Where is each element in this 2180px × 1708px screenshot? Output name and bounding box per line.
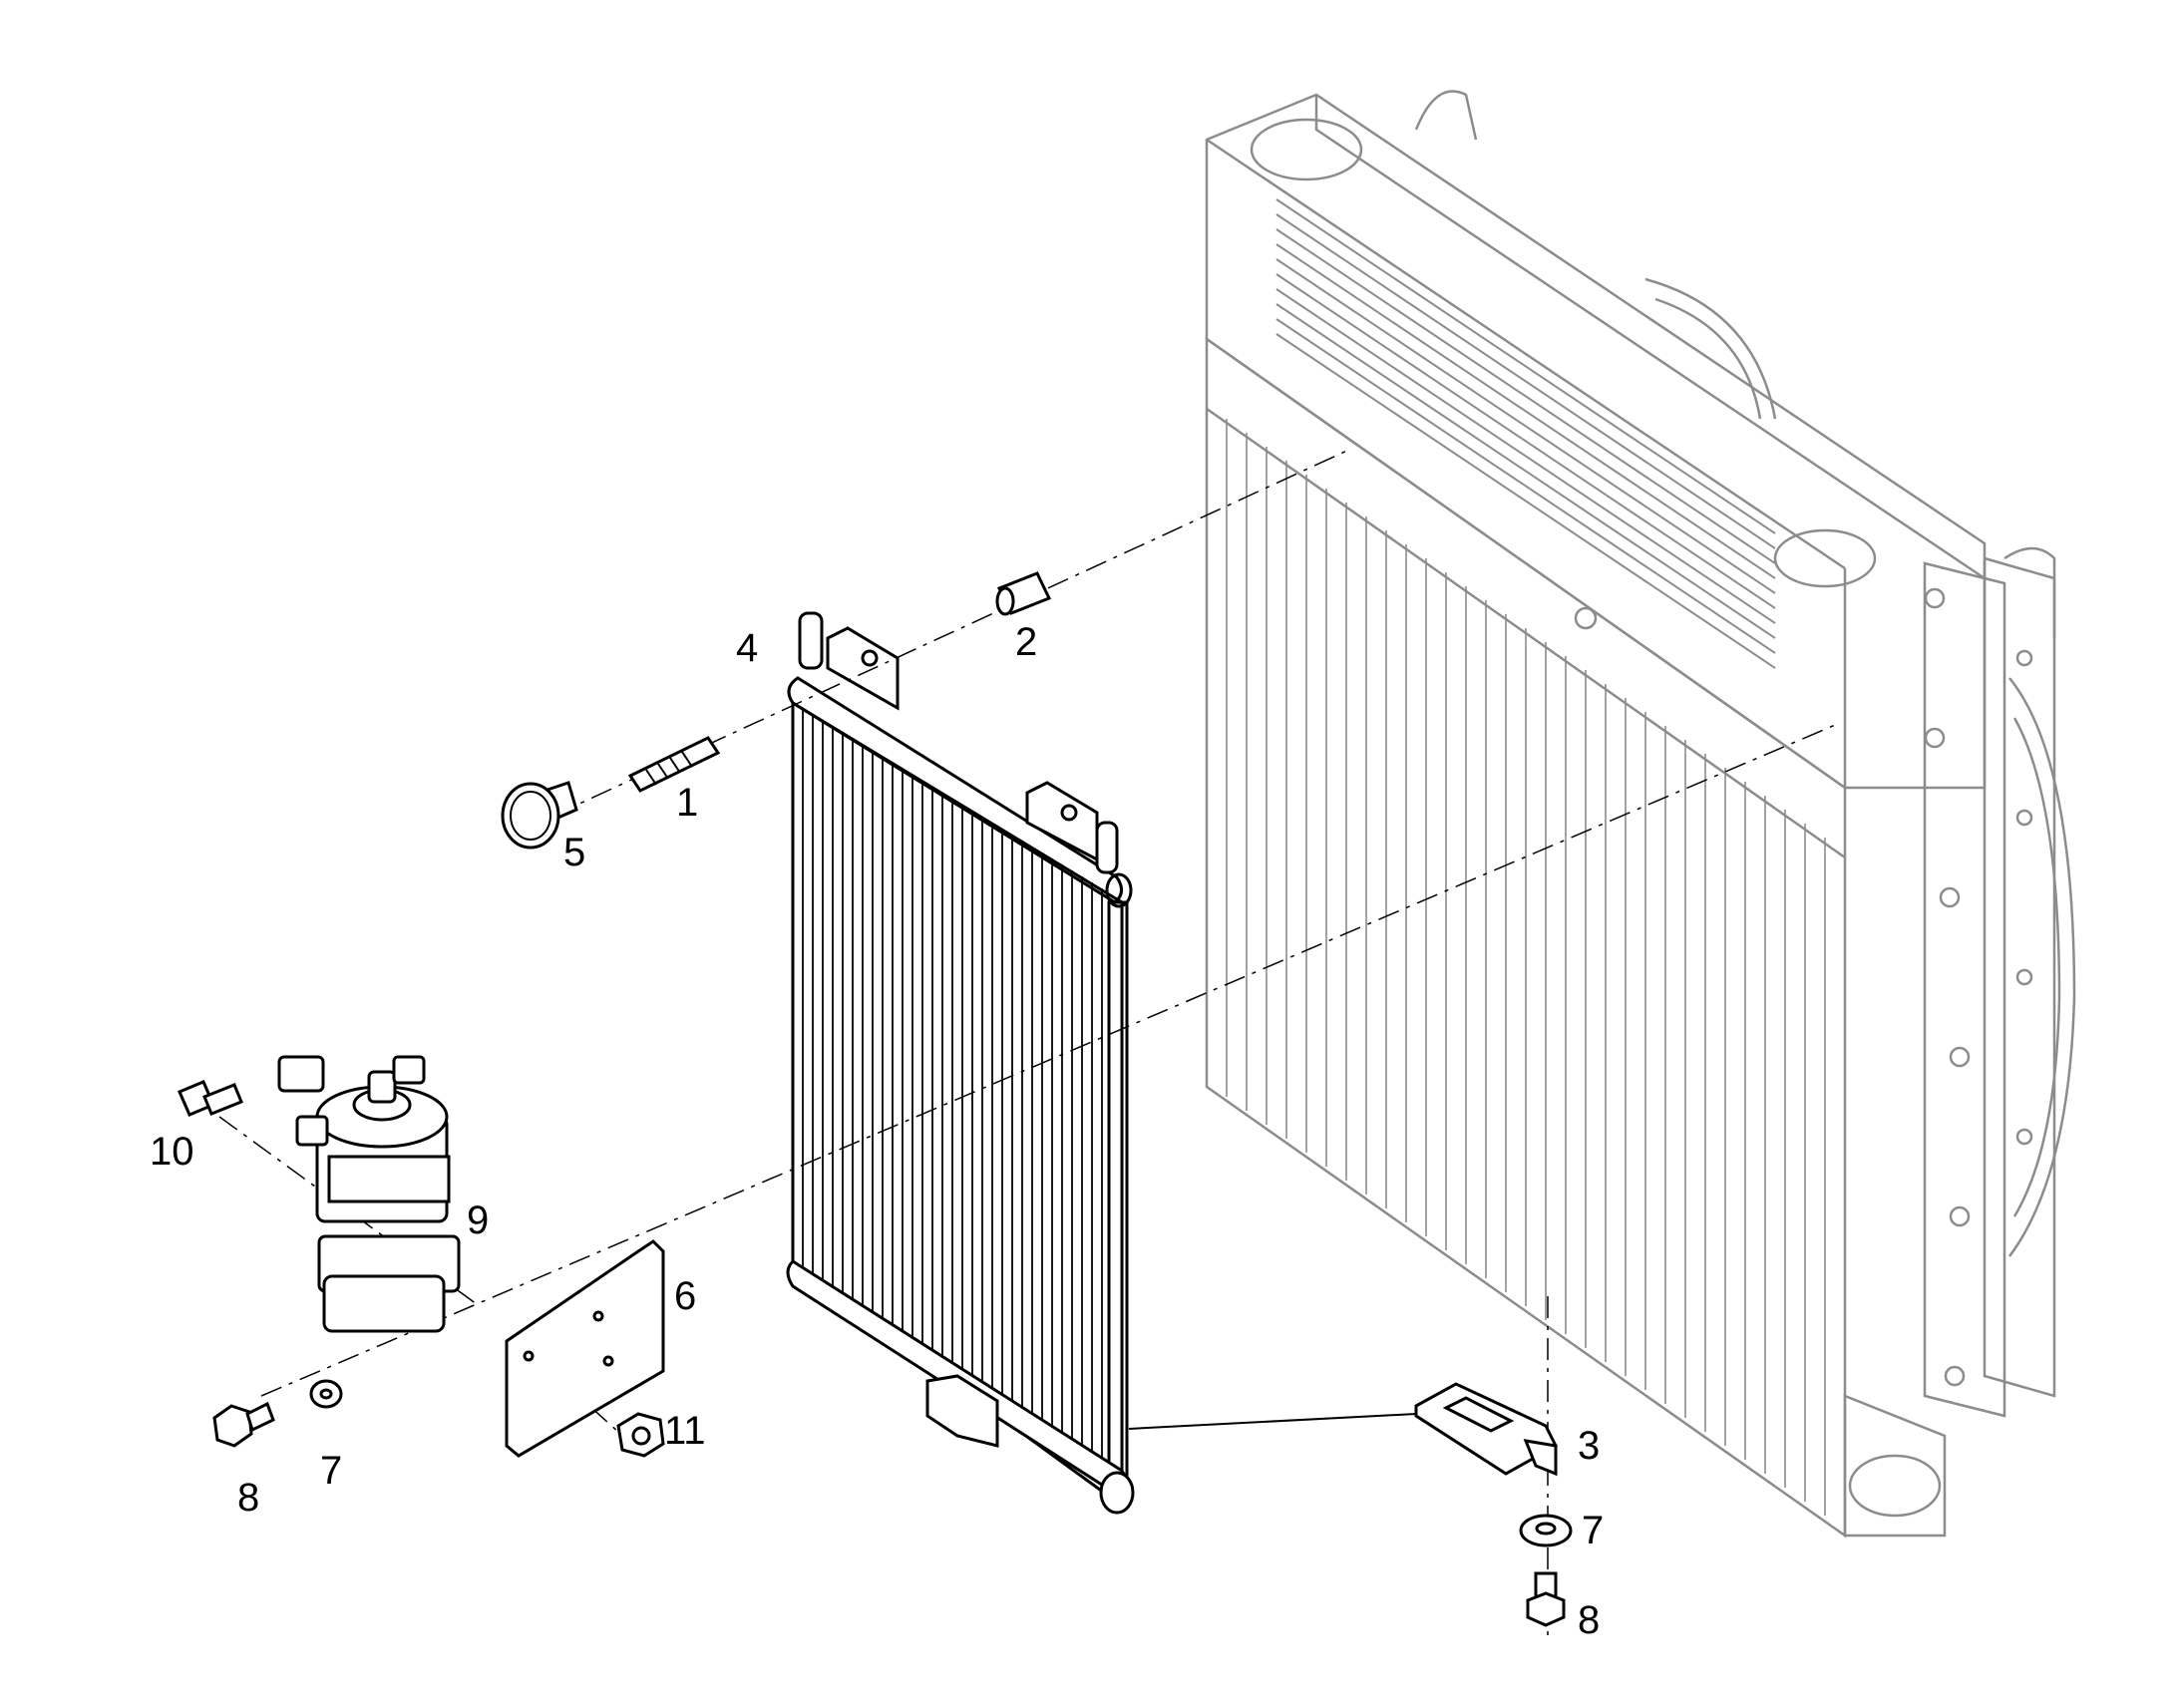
radiator-side-pipe (2003, 546, 2056, 638)
callout-2: 2 (1015, 620, 1037, 664)
part-11-nut (616, 1412, 665, 1458)
radiator-bolts (1574, 587, 2033, 1387)
condenser-top-port (1105, 872, 1133, 908)
callout-3: 3 (1578, 1424, 1600, 1468)
condenser-pipe-right (1095, 821, 1119, 874)
part-3-lower-bracket (1414, 1382, 1558, 1477)
callout-labels: 1 2 3 4 5 6 7 7 8 8 9 10 11 (150, 620, 1604, 1642)
callout-8-right: 8 (1578, 1598, 1600, 1642)
condenser-side-tube (1107, 900, 1129, 1503)
leader-part-3 (1128, 1413, 1417, 1430)
part-7-washer-left-hole (319, 1388, 333, 1400)
callout-7-right: 7 (1582, 1509, 1604, 1552)
radiator-top-tank-side (1206, 138, 1846, 570)
callout-8-left: 8 (237, 1476, 259, 1520)
radiator-assembly (1205, 90, 2076, 1538)
part-2-spacer (995, 571, 1052, 616)
radiator-core-fins (1226, 419, 1826, 1516)
condenser-bracket-left (826, 626, 900, 711)
radiator-bottom-neck (1848, 1454, 1942, 1518)
part-7-washer-right-hole (1535, 1522, 1557, 1536)
part-6-bracket (505, 1239, 665, 1458)
radiator-side-frame (1923, 561, 2006, 1418)
radiator-top-tank-edge (1314, 95, 1986, 580)
callout-5: 5 (563, 831, 585, 874)
fan-shroud-inner (2012, 717, 2061, 1217)
part-9-receiver-drier (277, 1055, 461, 1333)
upper-fan-shroud (1644, 277, 1777, 420)
part-8-bolt-left (212, 1401, 275, 1448)
centerline-lower (260, 722, 1841, 1397)
part-8-bolt-right (1526, 1571, 1566, 1627)
callout-10: 10 (150, 1130, 194, 1174)
condenser-bracket-left-hole (861, 649, 879, 667)
radiator-bottom-tank (1843, 1394, 1947, 1537)
callout-1: 1 (676, 781, 698, 825)
condenser-bottom-bracket (925, 1374, 999, 1448)
small-parts (178, 571, 1573, 1627)
callout-7-left: 7 (320, 1449, 342, 1493)
callout-11: 11 (664, 1409, 706, 1453)
radiator-top-neck-left (1250, 118, 1363, 181)
upper-fan-shroud-inner (1654, 297, 1762, 420)
callout-4: 4 (736, 626, 758, 670)
condenser-fins (802, 709, 1103, 1483)
part-5-knob (501, 781, 578, 850)
callout-6: 6 (674, 1274, 696, 1318)
condenser-pipe-left (798, 611, 824, 670)
condenser (786, 611, 1135, 1515)
condenser-top-header (787, 676, 1123, 904)
callout-9: 9 (467, 1198, 489, 1242)
part-1-stud (627, 736, 721, 793)
part-10-bolt (178, 1080, 243, 1117)
radiator-inlet-pipe (1414, 90, 1478, 141)
radiator-rear-frame (1983, 556, 2056, 1398)
radiator-top-slats (1275, 198, 1776, 669)
condenser-bracket-right-hole (1060, 804, 1078, 822)
radiator-top-neck-right (1773, 528, 1877, 588)
radiator-top-tank (1205, 93, 1987, 790)
condenser-bottom-port (1099, 1471, 1135, 1515)
fan-shroud (2007, 677, 2076, 1257)
